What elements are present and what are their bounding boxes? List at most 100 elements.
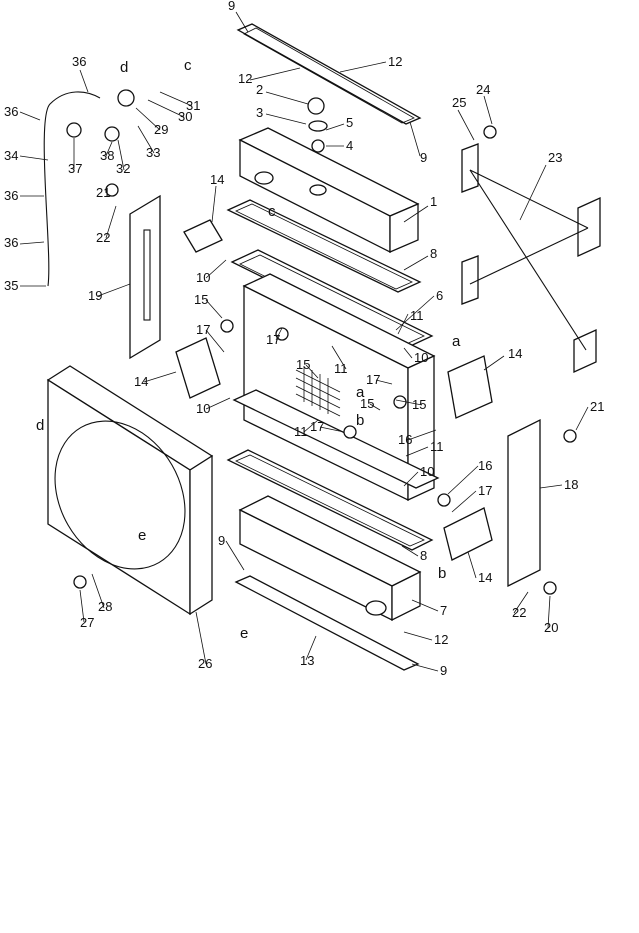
leader-line	[403, 631, 433, 641]
leader-line	[235, 11, 249, 33]
callout-label: 17	[478, 483, 492, 498]
leader-line	[395, 399, 423, 406]
leader-line	[395, 295, 435, 331]
upper-tank	[238, 127, 420, 254]
callout-label: 19	[88, 288, 102, 303]
leader-line	[411, 599, 439, 612]
reference-letter: b	[438, 565, 446, 582]
leader-line	[135, 107, 161, 131]
reference-letter: c	[184, 57, 192, 74]
leader-line	[159, 91, 193, 107]
callout-label: 29	[154, 122, 168, 137]
leader-line	[401, 545, 419, 557]
overflow-tube	[43, 91, 101, 287]
leader-line	[205, 299, 223, 319]
reference-letter: a	[452, 333, 461, 350]
callout-label: 11	[294, 424, 308, 439]
top-seal-strip	[236, 23, 422, 125]
leader-line	[211, 185, 217, 223]
reference-letter: e	[240, 625, 248, 642]
leader-line	[117, 139, 125, 171]
leader-line	[91, 573, 105, 609]
callout-label: 11	[334, 361, 348, 376]
leader-line	[19, 155, 49, 161]
leader-line	[205, 259, 227, 279]
leader-line	[369, 403, 381, 411]
reference-letter: e	[138, 527, 146, 544]
lower-gasket	[226, 449, 434, 551]
bracket-right-upper	[447, 355, 493, 419]
leader-line	[457, 109, 475, 141]
callout-label: 23	[548, 150, 562, 165]
callout-label: 16	[478, 458, 492, 473]
callout-label: 7	[440, 603, 447, 618]
leader-line	[451, 490, 477, 513]
leader-line	[319, 426, 345, 433]
callout-label: 2	[256, 82, 263, 97]
callout-label: 26	[198, 656, 212, 671]
callout-label: 14	[134, 374, 148, 389]
callout-label: 28	[98, 599, 112, 614]
callout-label: 10	[414, 350, 428, 365]
callout-label: 8	[430, 246, 437, 261]
leader-line	[19, 241, 45, 245]
leader-line	[409, 121, 421, 157]
leader-line	[105, 141, 113, 157]
callout-label: 35	[4, 278, 18, 293]
leader-line	[147, 99, 185, 118]
leader-line	[519, 164, 547, 221]
callout-label: 33	[146, 145, 160, 160]
callout-label: 17	[310, 419, 324, 434]
reference-letter: c	[268, 203, 276, 220]
callout-labels: 1234567889999101010101111111112121213141…	[4, 0, 604, 678]
leader-lines	[19, 11, 589, 672]
callout-label: 14	[210, 172, 224, 187]
callout-label: 17	[266, 332, 280, 347]
leader-line	[305, 364, 319, 379]
callout-label: 24	[476, 82, 490, 97]
leader-line	[547, 595, 551, 629]
callout-label: 16	[398, 432, 412, 447]
leader-line	[467, 551, 477, 579]
callout-label: 9	[218, 533, 225, 548]
callout-label: 15	[412, 397, 426, 412]
leader-line	[405, 446, 429, 457]
leader-line	[137, 125, 155, 154]
bottom-seal-strip	[234, 575, 420, 671]
callout-label: 15	[360, 396, 374, 411]
leader-line	[265, 113, 307, 125]
fan-shroud	[46, 365, 214, 616]
callout-label: 14	[478, 570, 492, 585]
callout-label: 13	[300, 653, 314, 668]
callout-label: 27	[80, 615, 94, 630]
leader-line	[403, 205, 429, 223]
stay-assembly	[461, 143, 601, 374]
leader-line	[397, 313, 409, 335]
callout-label: 12	[434, 632, 448, 647]
callout-label: 21	[590, 399, 604, 414]
callout-label: 38	[100, 148, 114, 163]
callout-label: 20	[544, 620, 558, 635]
leader-line	[205, 397, 231, 410]
callout-label: 32	[116, 161, 130, 176]
leader-line	[539, 484, 563, 489]
callout-label: 6	[436, 288, 443, 303]
right-side-support	[507, 418, 541, 588]
reference-letter: d	[36, 417, 44, 434]
callout-label: 10	[420, 464, 434, 479]
leader-line	[105, 205, 117, 239]
leader-line	[483, 95, 493, 125]
leader-line	[195, 611, 207, 665]
callout-label: 31	[186, 98, 200, 113]
callout-label: 9	[440, 663, 447, 678]
leader-line	[97, 283, 131, 297]
callout-label: 36	[4, 235, 18, 250]
leader-line	[143, 371, 177, 383]
callout-label: 9	[420, 150, 427, 165]
callout-label: 22	[512, 605, 526, 620]
callout-label: 4	[346, 138, 353, 153]
callout-label: 36	[4, 188, 18, 203]
leader-line	[575, 406, 589, 431]
callout-label: 15	[194, 292, 208, 307]
